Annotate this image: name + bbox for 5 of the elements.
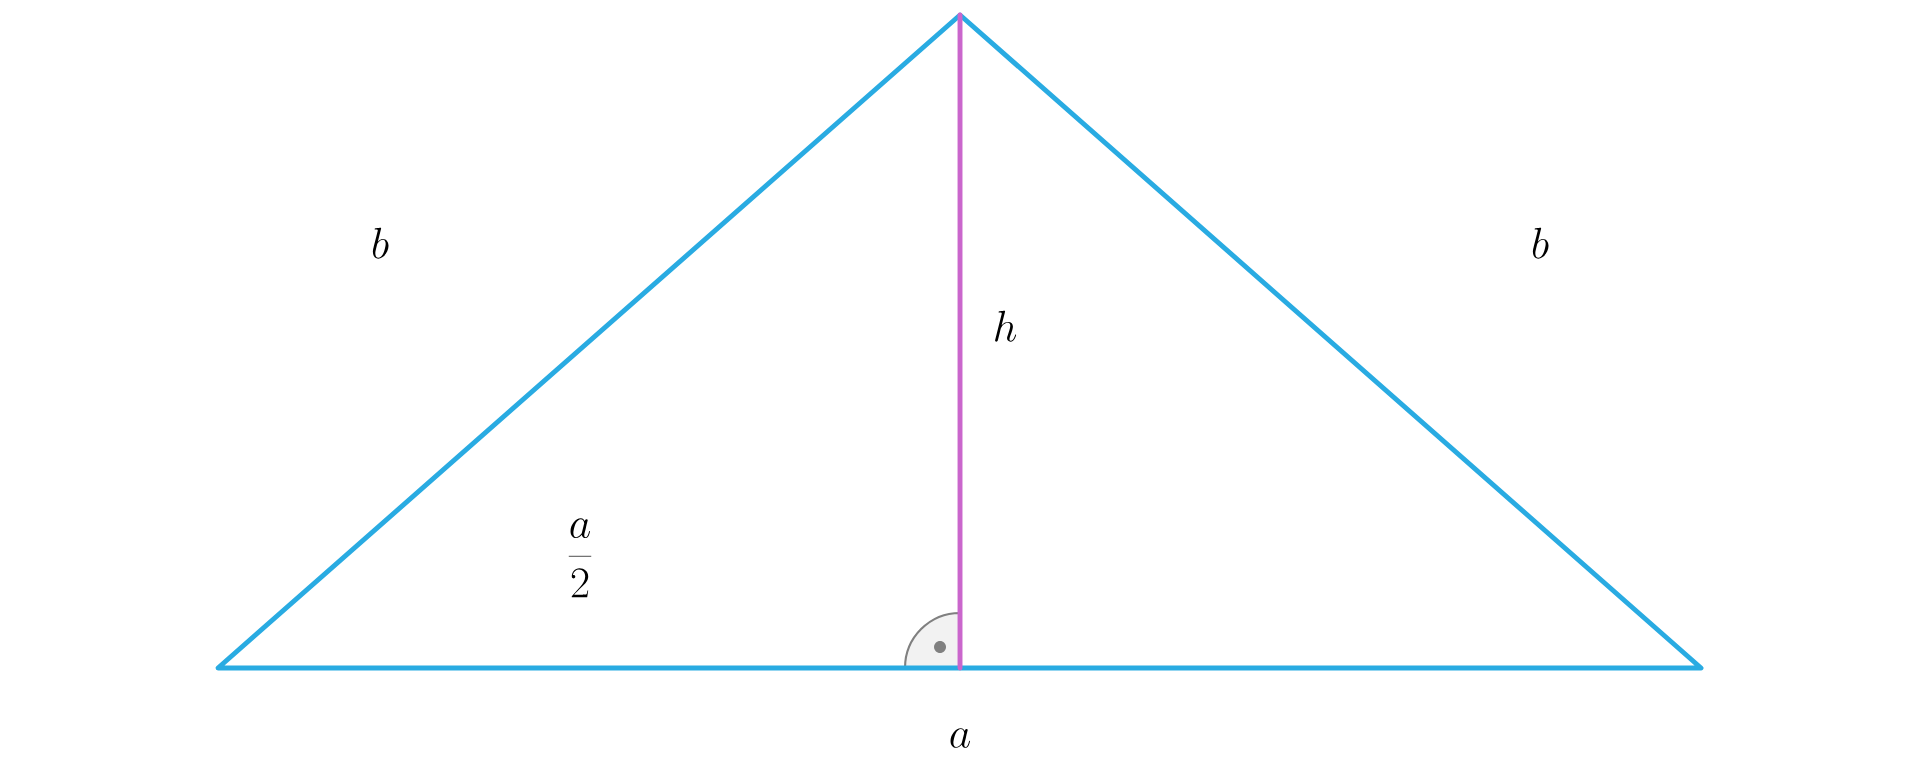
side-label: $a$ — [950, 728, 970, 748]
side-label: $b$ — [372, 227, 389, 259]
side-label: $h$ — [995, 310, 1017, 342]
side-label: $\frac{a}{2}$ — [568, 518, 592, 598]
side-label: $b$ — [1532, 227, 1549, 259]
